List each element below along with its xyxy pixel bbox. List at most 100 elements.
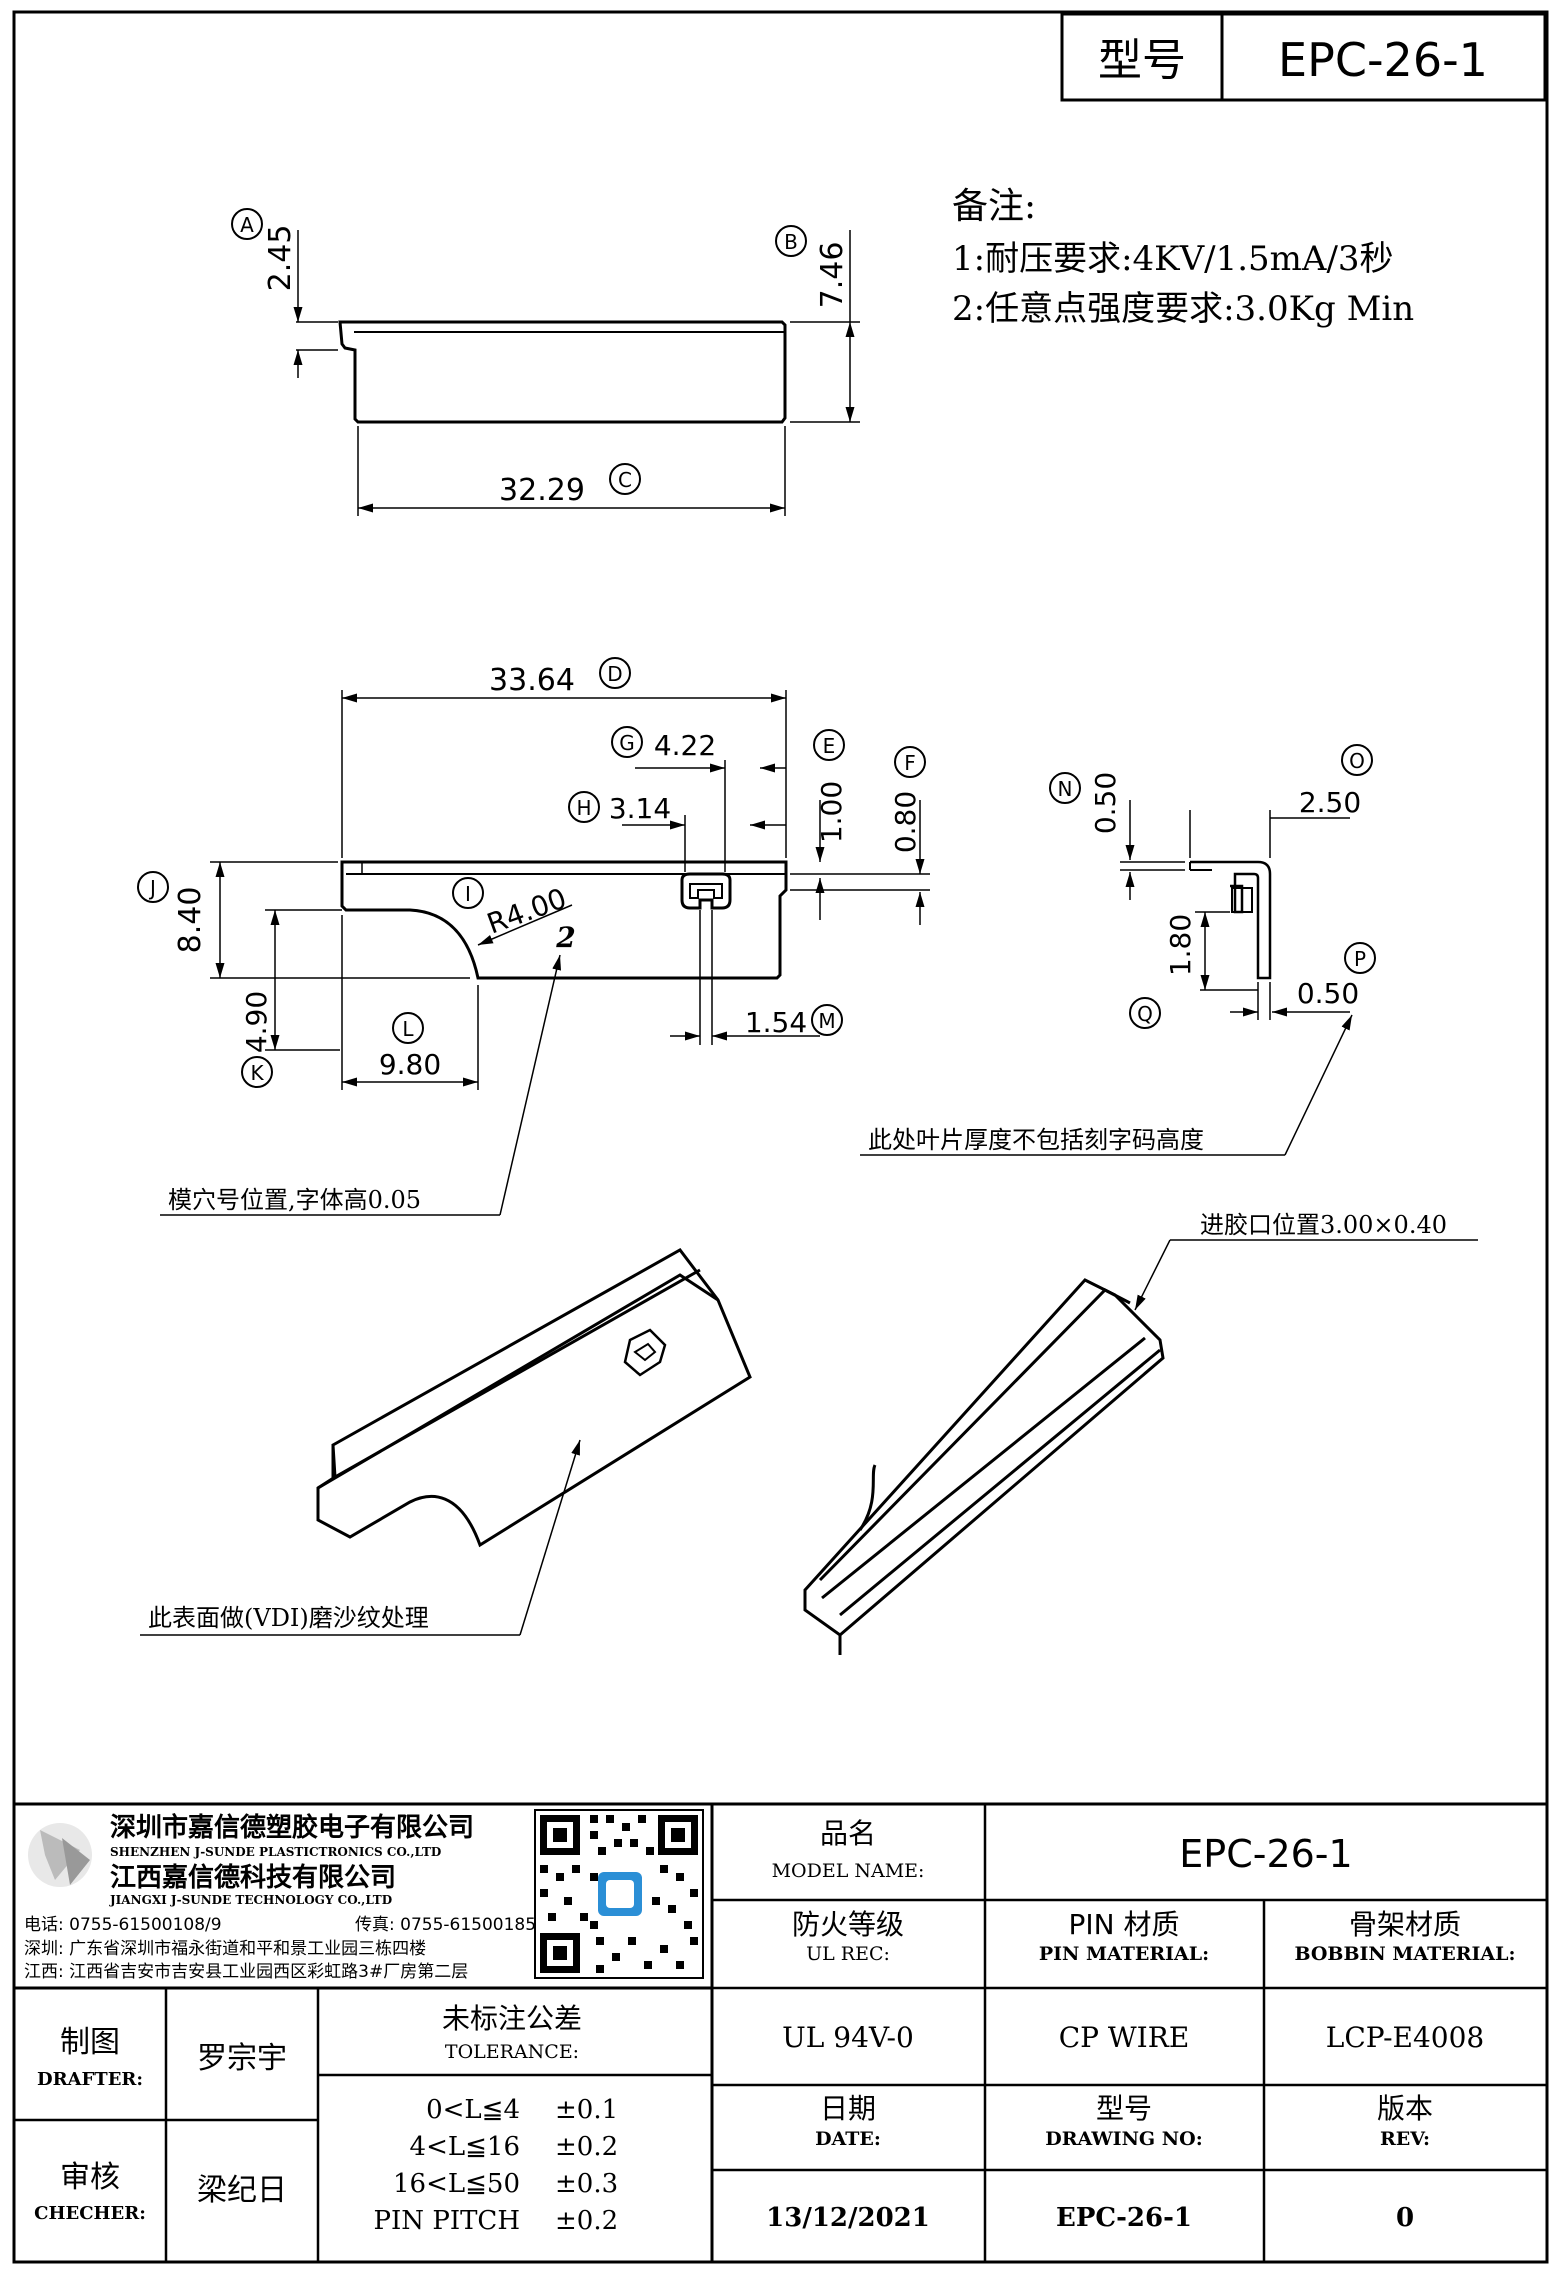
svg-text:7.46: 7.46 [815,242,850,309]
svg-text:L: L [402,1017,414,1041]
checker-name: 梁纪日 [197,2173,287,2208]
note-1: 1:耐压要求:4KV/1.5mA/3秒 [952,239,1394,279]
svg-text:4.22: 4.22 [654,729,716,762]
cavity-note: 模穴号位置,字体高0.05 [168,1186,421,1214]
top-title-value: EPC-26-1 [1278,33,1488,87]
rev-value: 0 [1396,2203,1414,2233]
company-logo [28,1823,92,1887]
company-name-en-1: SHENZHEN J-SUNDE PLASTICTRONICS CO.,LTD [110,1845,441,1859]
ul-label-en: UL REC: [806,1943,890,1965]
tolerance-value-1: ±0.1 [555,2095,618,2125]
svg-text:C: C [618,468,632,492]
gate-note: 进胶口位置3.00×0.40 [1200,1211,1447,1239]
svg-text:32.29: 32.29 [499,473,585,508]
svg-text:D: D [607,662,622,686]
model-name-label-cn: 品名 [820,1817,876,1850]
company-fax: 传真: 0755-61500185 [355,1915,536,1935]
dim-J: J 8.40 [137,871,208,954]
company-addr-sz: 深圳: 广东省深圳市福永街道和平和景工业园三栋四楼 [24,1939,426,1959]
bobbin-label-en: BOBBIN MATERIAL: [1294,1943,1515,1965]
qr-code [534,1809,704,1979]
drawing-value: EPC-26-1 [1056,2203,1192,2233]
company-phone: 电话: 0755-61500108/9 [24,1915,222,1935]
dim-L: L 9.80 [379,1012,441,1081]
svg-text:P: P [1354,947,1366,971]
company-name-cn-2: 江西嘉信德科技有限公司 [110,1863,396,1893]
tolerance-label-en: TOLERANCE: [445,2041,579,2063]
note-2: 2:任意点强度要求:3.0Kg Min [952,289,1414,329]
svg-text:E: E [823,734,836,758]
dim-A: A 2.45 [231,208,298,291]
svg-text:0.50: 0.50 [1089,772,1122,834]
iso-view-left [140,1248,752,1636]
drawing-label-en: DRAWING NO: [1045,2128,1202,2150]
tolerance-label-cn: 未标注公差 [442,2002,582,2035]
notes: 备注: 1:耐压要求:4KV/1.5mA/3秒 2:任意点强度要求:3.0Kg … [952,186,1414,329]
front-view [160,690,930,1216]
svg-text:8.40: 8.40 [173,887,208,954]
side-view [860,800,1353,1156]
dim-D: 33.64 D [489,657,631,698]
drawing-label-cn: 型号 [1096,2092,1152,2125]
tolerance-range-4: PIN PITCH [374,2206,520,2236]
svg-text:K: K [250,1061,264,1085]
dim-E: E 1.00 [813,729,848,843]
company-name-en-2: JIANGXI J-SUNDE TECHNOLOGY CO.,LTD [109,1893,392,1907]
drafter-label-en: DRAFTER: [37,2069,143,2090]
svg-text:G: G [619,731,635,755]
svg-text:1.80: 1.80 [1164,914,1197,976]
iso-view-right [803,1239,1478,1655]
pin-label-cn: PIN 材质 [1069,1908,1180,1941]
svg-text:F: F [904,751,916,775]
svg-text:1.54: 1.54 [745,1006,807,1039]
ul-label-cn: 防火等级 [792,1908,904,1941]
dim-O: O 2.50 [1299,744,1373,819]
tolerance-range-2: 4<L≦16 [410,2132,520,2162]
drafter-name: 罗宗宇 [197,2041,287,2076]
cavity-mark: 2 [555,921,575,954]
dim-P: P 0.50 [1297,942,1376,1010]
model-name-value: EPC-26-1 [1179,1832,1352,1876]
svg-text:0.80: 0.80 [889,791,922,853]
ul-value: UL 94V-0 [782,2021,914,2054]
checker-label-cn: 审核 [60,2160,120,2195]
rev-label-en: REV: [1380,2128,1430,2150]
date-label-en: DATE: [815,2128,881,2150]
dim-I: I R4.00 [452,877,571,941]
svg-text:33.64: 33.64 [489,663,575,698]
svg-text:M: M [818,1009,835,1033]
svg-text:A: A [240,213,254,237]
pin-label-en: PIN MATERIAL: [1039,1943,1209,1965]
pin-value: CP WIRE [1059,2021,1190,2054]
drafter-label-cn: 制图 [60,2025,120,2060]
tolerance-value-2: ±0.2 [555,2132,618,2162]
top-title-box: 型号 EPC-26-1 [1060,12,1547,102]
top-view [293,230,860,516]
title-block [14,1802,1547,2262]
svg-text:B: B [784,230,798,254]
tolerance-range-1: 0<L≦4 [426,2095,520,2125]
svg-text:1.00: 1.00 [815,781,848,843]
svg-text:3.14: 3.14 [609,792,671,825]
svg-text:Q: Q [1137,1002,1153,1026]
date-value: 13/12/2021 [766,2203,930,2233]
svg-text:0.50: 0.50 [1297,977,1359,1010]
tolerance-value-3: ±0.3 [555,2169,618,2199]
company-name-cn-1: 深圳市嘉信德塑胶电子有限公司 [110,1812,474,1843]
svg-text:H: H [576,796,591,820]
tolerance-value-4: ±0.2 [555,2206,618,2236]
date-label-cn: 日期 [820,2092,876,2125]
svg-text:9.80: 9.80 [379,1048,441,1081]
svg-text:2.50: 2.50 [1299,786,1361,819]
drawing-border [12,10,1549,2264]
dim-Q: 1.80 Q [1129,914,1197,1029]
tolerance-range-3: 16<L≦50 [393,2169,520,2199]
dim-M: 1.54 M [745,1004,843,1039]
svg-text:N: N [1058,777,1073,801]
svg-text:O: O [1349,749,1365,773]
dim-B: B 7.46 [775,225,850,309]
checker-label-en: CHECHER: [34,2203,146,2224]
surface-note: 此表面做(VDI)磨沙纹处理 [148,1604,429,1632]
bobbin-value: LCP-E4008 [1326,2021,1484,2054]
